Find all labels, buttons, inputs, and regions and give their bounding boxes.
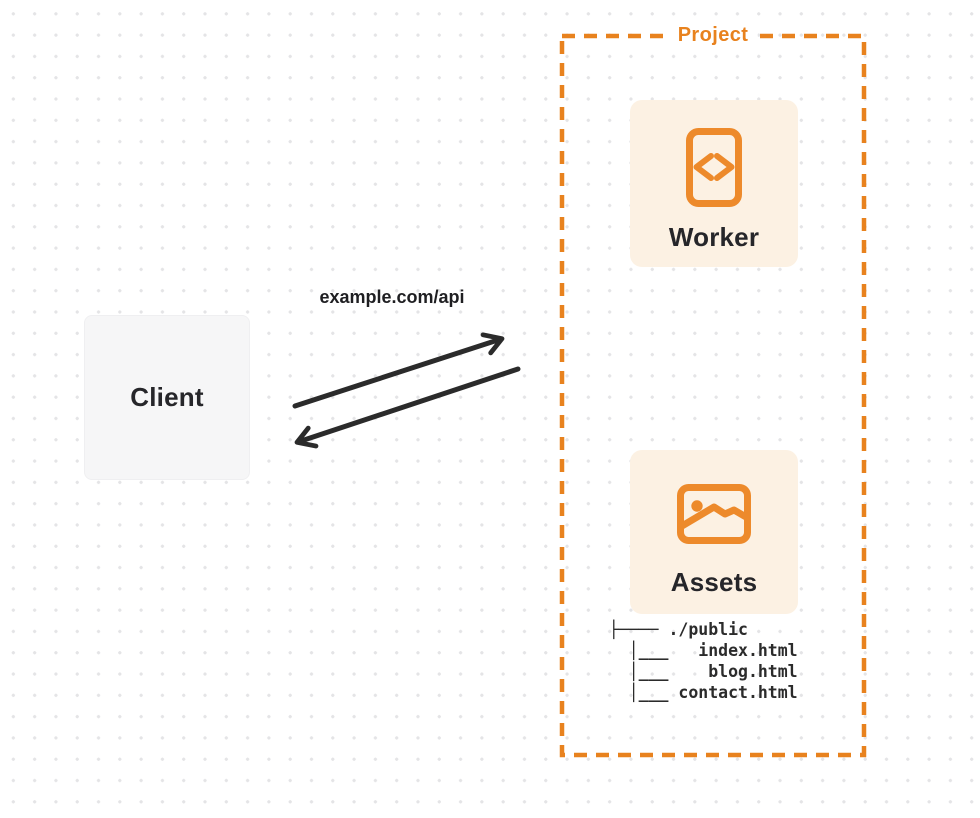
file-tree: ├──── ./public │___ index.html │___ blog… (608, 620, 798, 702)
worker-node: Worker (630, 100, 798, 267)
client-label: Client (130, 382, 204, 412)
image-icon (677, 484, 751, 544)
code-file-icon (686, 128, 742, 207)
project-boundary (559, 33, 867, 758)
request-url-label: example.com/api (319, 287, 465, 307)
worker-label: Worker (668, 222, 760, 252)
request-arrow (292, 332, 505, 409)
response-arrow (294, 366, 521, 449)
project-label: Project (668, 22, 758, 49)
assets-label: Assets (670, 567, 758, 597)
client-node: Client (84, 315, 250, 480)
assets-node: Assets (630, 450, 798, 614)
